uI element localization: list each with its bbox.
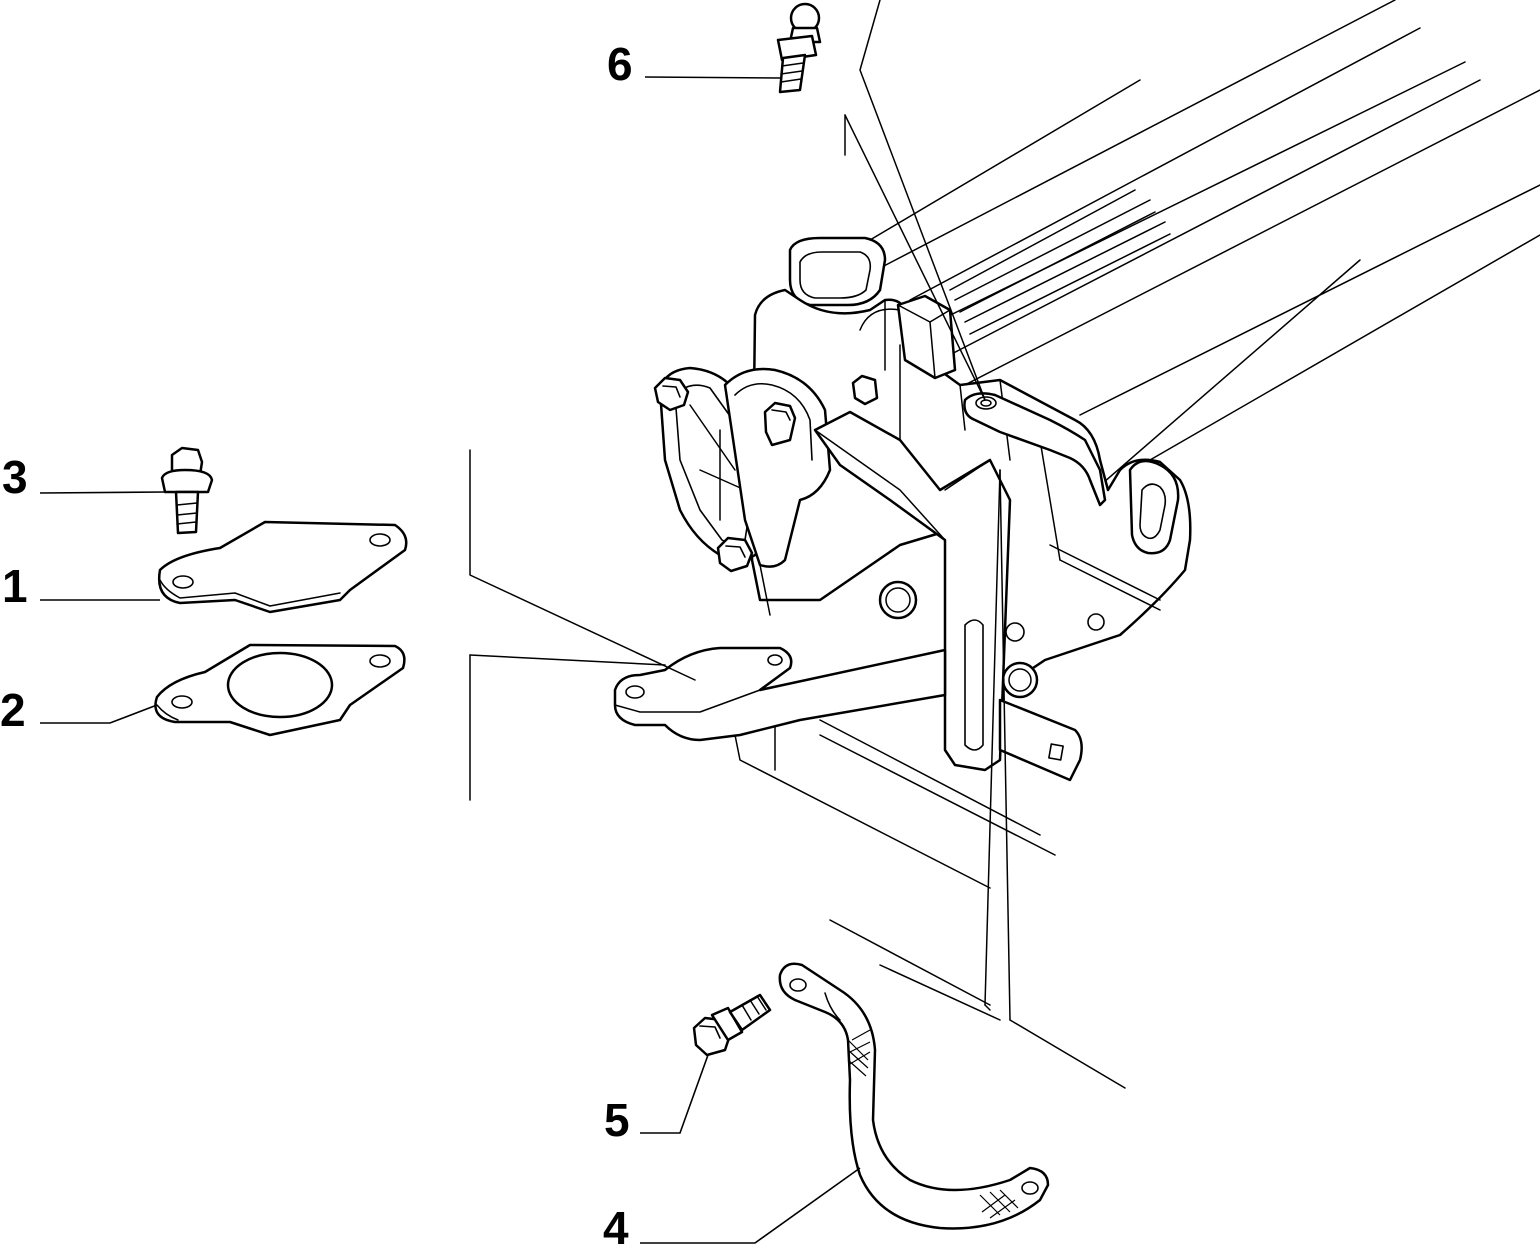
reference-lines — [469, 0, 1011, 1021]
callout-label-1: 1 — [2, 560, 28, 612]
leader-line-6 — [644, 76, 781, 79]
callout-labels: 6 3 1 2 5 4 — [0, 38, 633, 1246]
strap-bracket-part-4 — [778, 962, 1050, 1230]
ball-stud-part-6 — [776, 2, 822, 94]
callout-label-3: 3 — [2, 451, 28, 503]
callout-label-6: 6 — [607, 38, 633, 90]
callout-label-4: 4 — [603, 1202, 629, 1246]
callout-label-5: 5 — [604, 1094, 630, 1146]
engine-block-assembly — [734, 0, 1540, 1089]
leader-line-3 — [39, 491, 166, 494]
bolt-part-3 — [160, 446, 214, 535]
blanking-plate-part-1 — [157, 520, 408, 614]
leader-line-5 — [640, 1054, 709, 1134]
leader-line-2 — [40, 704, 158, 724]
gasket-part-2 — [154, 643, 406, 737]
mounting-bracket — [613, 410, 1083, 782]
callout-label-2: 2 — [0, 684, 26, 736]
leader-line-4 — [640, 1167, 861, 1244]
vacuum-pump — [653, 366, 879, 616]
bolt-part-5 — [692, 993, 772, 1057]
leader-lines — [39, 76, 861, 1244]
